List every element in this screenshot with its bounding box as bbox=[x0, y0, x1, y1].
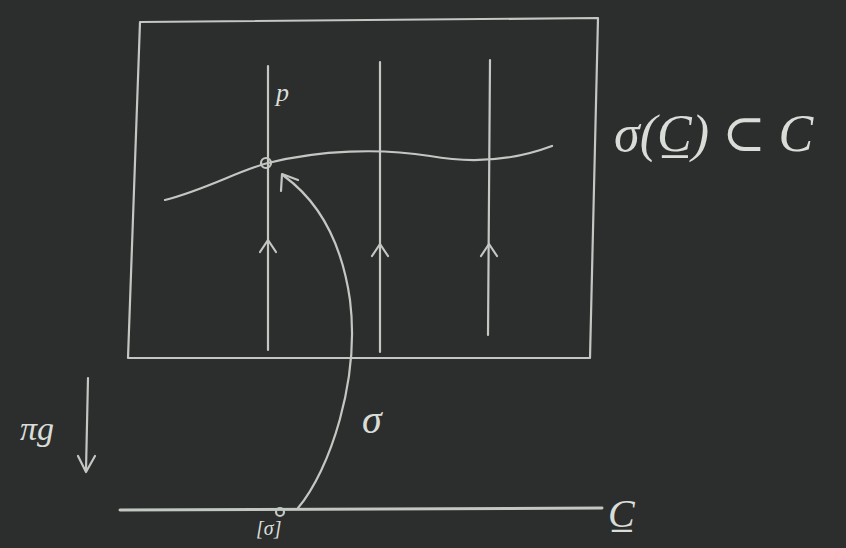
space-box bbox=[128, 18, 598, 358]
base-point-label: [σ] bbox=[256, 518, 281, 538]
point-marker bbox=[261, 158, 271, 168]
flow-arrowhead bbox=[481, 244, 497, 256]
fiber-line bbox=[267, 66, 269, 350]
projection-arrow bbox=[86, 378, 88, 470]
map-label: σ bbox=[362, 400, 382, 440]
fiber-line bbox=[379, 62, 381, 352]
arrowhead bbox=[281, 174, 298, 191]
base-line bbox=[120, 508, 602, 510]
section-curve bbox=[165, 146, 552, 200]
point-label: p bbox=[276, 80, 289, 106]
section-relation: σ(C̲) ⊂ C bbox=[614, 108, 813, 160]
base-point bbox=[276, 508, 284, 516]
arrowhead bbox=[78, 456, 95, 472]
projection-label: πg bbox=[20, 412, 54, 446]
section-arrow bbox=[284, 176, 352, 508]
base-curve-label: C̲ bbox=[608, 494, 635, 534]
flow-arrowhead bbox=[260, 240, 276, 252]
fiber-line bbox=[488, 60, 490, 335]
flow-arrowhead bbox=[372, 244, 388, 256]
